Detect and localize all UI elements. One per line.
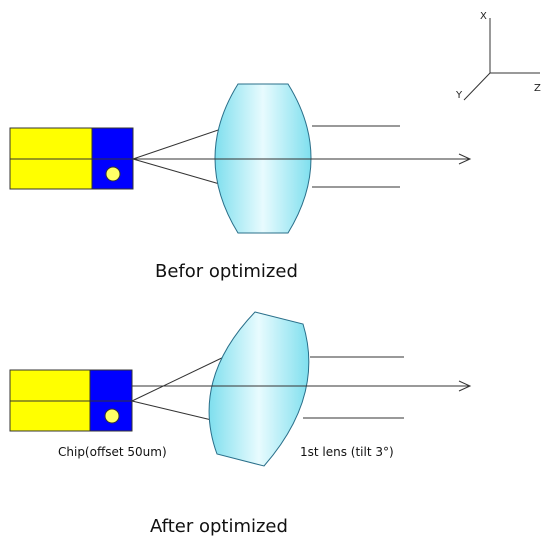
- lens-after-tilted: [208, 311, 310, 467]
- lens-tilt-label: 1st lens (tilt 3°): [300, 445, 394, 459]
- optical-axis-after: [132, 380, 472, 392]
- coordinate-axes: [463, 18, 540, 101]
- laser-chip-offset: [9, 369, 133, 432]
- ray-lower-in: [131, 400, 221, 423]
- emitter-dot: [104, 408, 120, 424]
- optical-axis-before: [133, 153, 472, 165]
- chip-offset-label: Chip(offset 50um): [58, 445, 167, 459]
- light-rays: [132, 125, 400, 188]
- y-axis-line: [463, 72, 491, 101]
- light-rays-after: [131, 354, 404, 423]
- caption-before: Befor optimized: [155, 261, 298, 282]
- laser-chip: [9, 127, 134, 190]
- after-optimized-setup: [9, 311, 472, 467]
- emitter-dot: [105, 166, 121, 182]
- ray-lower-in: [132, 158, 231, 188]
- ray-upper-in: [132, 125, 231, 160]
- ray-upper-in: [131, 354, 229, 402]
- before-optimized-setup: [9, 83, 472, 234]
- caption-after: After optimized: [150, 516, 288, 537]
- z-axis-label: Z: [534, 83, 541, 94]
- x-axis-label: X: [480, 11, 487, 22]
- y-axis-label: Y: [455, 90, 463, 101]
